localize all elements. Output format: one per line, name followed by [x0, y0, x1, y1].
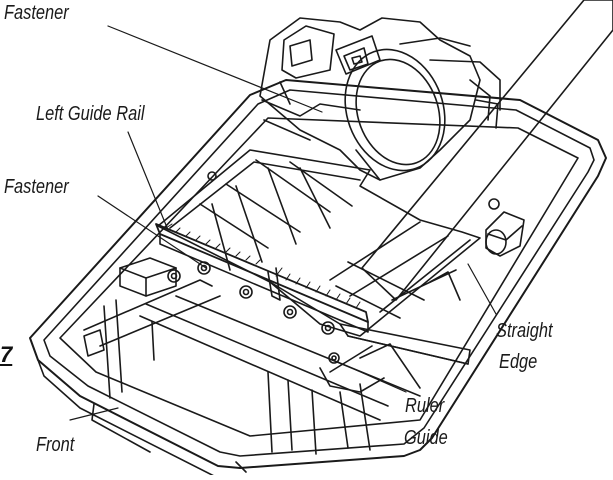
label-front: Front — [36, 434, 75, 456]
leader-straight-edge — [467, 263, 497, 315]
label-fastener-top: Fastener — [4, 2, 69, 24]
leader-ruler-guide — [337, 361, 407, 393]
label-left-guide-rail: Left Guide Rail — [36, 103, 145, 125]
leader-fastener-left — [97, 195, 207, 269]
label-straight-edge-line1: Straight — [496, 320, 553, 342]
leader-front — [69, 407, 119, 421]
cutting-table — [157, 149, 481, 337]
guide-rail — [155, 171, 500, 364]
label-ruler-guide-line2: Guide — [404, 427, 448, 449]
figure-number: 7 — [0, 342, 13, 367]
motor-assembly — [259, 17, 501, 181]
label-straight-edge-line2: Edge — [499, 351, 538, 373]
label-fastener-left: Fastener — [4, 176, 69, 198]
leader-lines — [69, 25, 497, 421]
leader-left-guide-rail — [127, 131, 169, 231]
leader-fastener-top — [107, 25, 323, 113]
straight-edge — [269, 0, 613, 365]
label-ruler-guide-line1: Ruler — [405, 395, 445, 417]
frame-rails — [83, 211, 525, 455]
